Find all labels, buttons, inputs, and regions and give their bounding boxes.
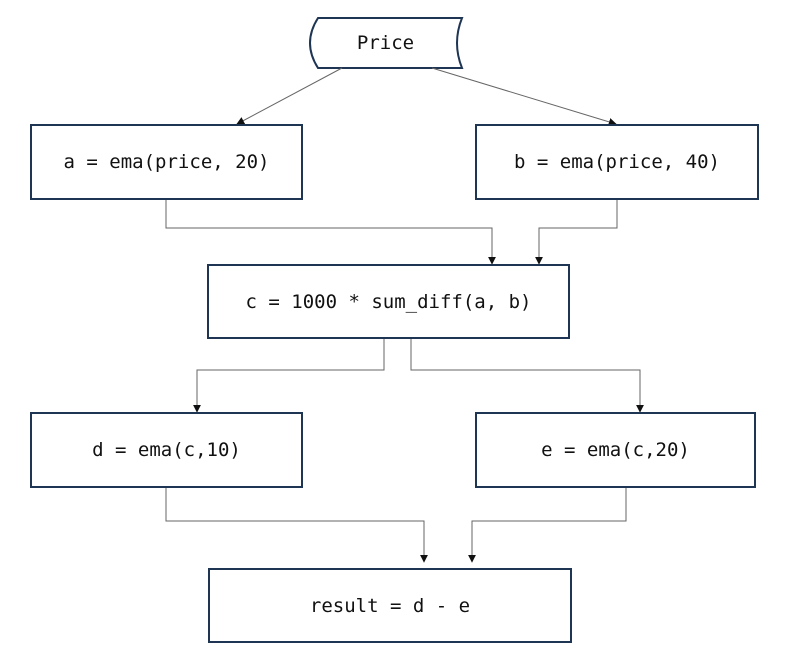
edge-e-to-result <box>468 488 627 563</box>
node-e: e = ema(c,20) <box>475 412 756 488</box>
node-e-label: e = ema(c,20) <box>541 439 690 461</box>
edge-c-to-d <box>193 339 385 413</box>
node-d-label: d = ema(c,10) <box>92 439 241 461</box>
node-b: b = ema(price, 40) <box>475 124 759 200</box>
node-d: d = ema(c,10) <box>30 412 303 488</box>
edge-d-to-result <box>165 488 428 563</box>
edge-price-to-b <box>431 67 617 126</box>
price-source-label: Price <box>356 32 415 54</box>
node-a: a = ema(price, 20) <box>30 124 303 200</box>
node-c: c = 1000 * sum_diff(a, b) <box>207 264 570 339</box>
price-source-node: Price <box>308 18 463 68</box>
edge-b-to-c <box>535 200 618 265</box>
price-source-shape <box>309 17 464 69</box>
edge-price-to-a <box>236 67 343 125</box>
node-result: result = d - e <box>208 568 572 643</box>
node-b-label: b = ema(price, 40) <box>514 151 720 173</box>
node-a-label: a = ema(price, 20) <box>63 151 270 173</box>
node-c-label: c = 1000 * sum_diff(a, b) <box>245 290 532 313</box>
edge-a-to-c <box>165 200 496 265</box>
node-result-label: result = d - e <box>309 594 471 617</box>
edge-c-to-e <box>410 339 644 413</box>
